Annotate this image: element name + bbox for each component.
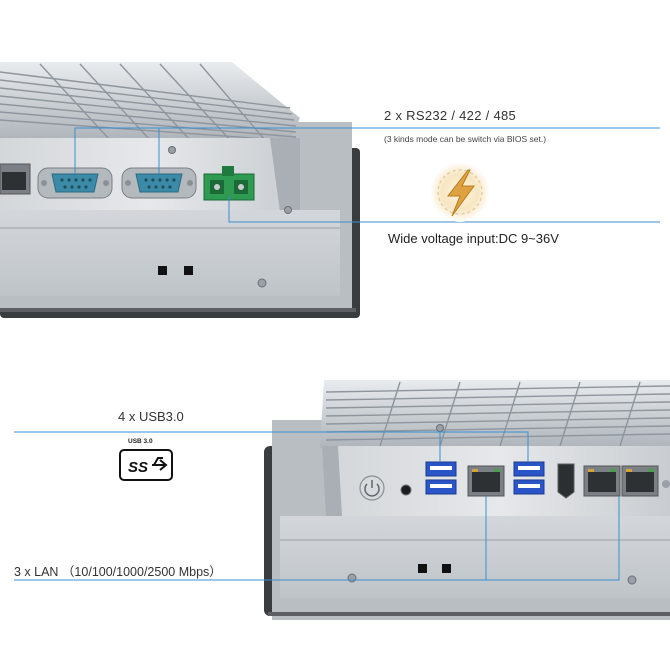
lightning-bolt-icon (430, 162, 490, 222)
top-lan-port (0, 163, 31, 195)
usb-logo-mark: SS (128, 459, 148, 476)
power-caption: Wide voltage input:DC 9~36V (388, 231, 559, 246)
top-device (0, 62, 360, 318)
usb-caption: 4 x USB3.0 (118, 409, 184, 424)
usb-logo-label: USB 3.0 (128, 438, 153, 445)
bottom-callouts (14, 431, 620, 581)
bottom-heatsink (320, 380, 670, 448)
power-terminal-block (203, 166, 255, 201)
usb-port-group-1 (425, 461, 457, 495)
top-callouts (74, 127, 660, 223)
power-button-icon (359, 475, 385, 501)
top-housing (0, 210, 340, 296)
superspeed-usb-icon: SS (119, 449, 173, 481)
top-heatsink-fins (0, 63, 297, 142)
lan-port-3 (621, 465, 659, 497)
bottom-device (264, 380, 670, 620)
lan-caption: 3 x LAN （10/100/1000/2500 Mbps） (14, 565, 222, 579)
top-screws (168, 146, 292, 288)
bottom-heatsink-fins (325, 381, 670, 447)
lan-port-2 (583, 465, 621, 497)
hdmi-port (557, 463, 575, 499)
bottom-housing (280, 516, 670, 598)
usb-port-group-2 (513, 461, 545, 495)
serial-port-2 (121, 167, 197, 199)
serial-port-1 (37, 167, 113, 199)
serial-mode-note: (3 kinds mode can be switch via BIOS set… (384, 134, 547, 144)
serial-caption: 2 x RS232 / 422 / 485 (384, 108, 517, 123)
audio-jack (400, 484, 412, 496)
lan-port-1 (467, 465, 505, 497)
